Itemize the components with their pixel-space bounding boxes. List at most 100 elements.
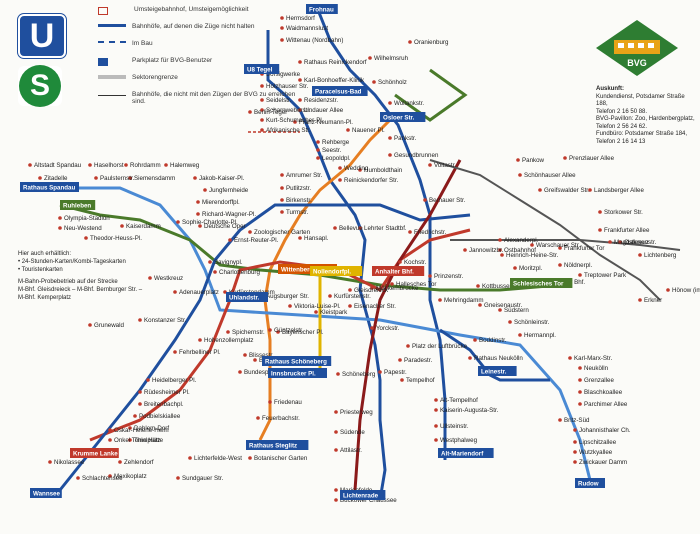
line-u1: [59, 203, 561, 292]
station-dot: [196, 200, 200, 204]
station-dot: [573, 428, 577, 432]
terminal-label: Wannsee: [33, 491, 60, 498]
note-line: M-Bhf. Gleisdreieck – M-Bhf. Bernburger …: [18, 287, 143, 293]
station-label: Güntzelstr.: [274, 327, 304, 334]
station-dot: [316, 148, 320, 152]
station-label: Alexanderpl.: [504, 237, 539, 244]
station-label: Attilastr.: [340, 447, 362, 454]
station-label: Rüdesheimer Pl.: [144, 389, 190, 396]
terminal-box: [438, 448, 494, 458]
station-dot: [346, 128, 350, 132]
station-dot: [198, 224, 202, 228]
station-label: Lindauer Allee: [304, 107, 344, 114]
station-label: Prenzlauer Allee: [569, 155, 615, 162]
terminal-station: Lichtenrade: [340, 490, 386, 500]
terminal-station: Rathaus Schöneberg: [262, 356, 332, 366]
station-label: Lehrter Stadtbf.: [364, 225, 407, 232]
station-dot: [108, 438, 112, 442]
station-label: Frankfurter Tor: [564, 245, 604, 252]
station-dot: [213, 270, 217, 274]
station-label: Bellevue: [339, 225, 363, 232]
legend-park-ride: Parkplatz für BVG-Benutzer: [98, 57, 298, 74]
terminal-station: Uhlandstr.: [226, 292, 268, 302]
station-label: Storkower Str.: [604, 209, 643, 216]
line-east: [450, 239, 681, 251]
station-label: Ullsteinstr.: [440, 423, 469, 430]
station-dot: [260, 128, 264, 132]
station-label: Neu-Westend: [64, 225, 102, 232]
ticket-note: Hier auch erhältlich: • 24-Stunden-Karte…: [18, 250, 148, 302]
station-label: Pankow: [522, 157, 545, 164]
terminal-station: Schlesisches Tor: [510, 278, 573, 288]
station-label: Berlin-Tegel: [254, 109, 287, 116]
station-dot: [518, 333, 522, 337]
station-dot: [120, 224, 124, 228]
station-dot: [58, 216, 62, 220]
terminal-label: Schlesisches Tor: [513, 281, 564, 288]
note-line: M-Bhf. Kemperplatz: [18, 295, 72, 301]
station-dot: [208, 260, 212, 264]
line-s1: [58, 203, 471, 491]
station-dot: [298, 98, 302, 102]
terminal-station: Nollendorfpl.: [310, 266, 363, 276]
station-label: Blaschkoallee: [584, 389, 623, 396]
station-label: Paulsternstr.: [100, 175, 135, 182]
station-label: Nauener Pl.: [352, 127, 385, 134]
info-line: BVG-Pavillon: Zoo, Hardenbergplatz,: [596, 116, 695, 122]
station-label: Schlachtensee: [82, 475, 123, 482]
station-label: Seidelstr.: [266, 97, 292, 104]
station-dot: [248, 230, 252, 234]
station-dot: [538, 188, 542, 192]
station-label: Amrumer Str.: [286, 172, 323, 179]
station-label: Konstanzer Str.: [144, 317, 187, 324]
station-label: Thielplatz: [134, 437, 160, 444]
station-label: Schönhauser Allee: [524, 172, 576, 179]
terminal-label: Anhalter Bhf.: [375, 269, 414, 276]
station-label: Paradestr.: [404, 357, 432, 364]
station-dot: [198, 338, 202, 342]
station-dot: [138, 402, 142, 406]
station-dot: [578, 366, 582, 370]
station-dot: [260, 98, 264, 102]
station-dot: [118, 460, 122, 464]
station-label: Mexikoplatz: [114, 473, 147, 480]
station-dot: [428, 163, 432, 167]
station-label: Putlitzstr.: [286, 185, 311, 192]
legend-transfer: Umsteigebahnhof, Umsteigemöglichkeit: [98, 6, 298, 23]
station-dot: [316, 156, 320, 160]
station-dot: [38, 176, 42, 180]
terminal-box: [244, 64, 280, 74]
station-dot: [260, 118, 264, 122]
station-label: Ostkreuz: [624, 239, 649, 246]
station-label: Schönholz: [378, 79, 407, 86]
station-label: Landsberger Allee: [594, 187, 644, 194]
station-label: Möckernbrücke: [376, 285, 419, 292]
station-label: Treptower Park: [584, 272, 627, 279]
station-label: Mierendorffpl.: [202, 199, 240, 206]
station-dot: [238, 370, 242, 374]
station-label: Viktoria-Luise-Pl.: [294, 303, 341, 310]
station-dot: [248, 110, 252, 114]
station-dot: [358, 226, 362, 230]
terminal-box: [312, 86, 368, 96]
station-dot: [573, 440, 577, 444]
station-label: Rohrdamm: [130, 162, 161, 169]
station-dot: [280, 26, 284, 30]
station-label: Tempelhof: [406, 377, 435, 384]
station-label: Yorckstr.: [376, 325, 400, 332]
terminal-box: [268, 368, 327, 378]
terminal-box: [340, 490, 386, 500]
station-label: Deutsche Oper: [204, 223, 246, 230]
terminal-station: Innsbrucker Pl.: [268, 368, 327, 378]
info-line: Fundbüro: Potsdamer Straße 184,: [596, 131, 688, 137]
station-dot: [334, 488, 338, 492]
station-dot: [334, 410, 338, 414]
station-label: Pankstr.: [394, 135, 417, 142]
terminal-label: Leinestr.: [481, 369, 507, 376]
station-dot: [573, 450, 577, 454]
station-label: Westkreuz: [154, 275, 183, 282]
station-dot: [223, 290, 227, 294]
station-label: Lichtenberg: [644, 252, 677, 259]
line-u9: [258, 113, 397, 441]
station-label: Breitenbachpl.: [144, 401, 184, 408]
